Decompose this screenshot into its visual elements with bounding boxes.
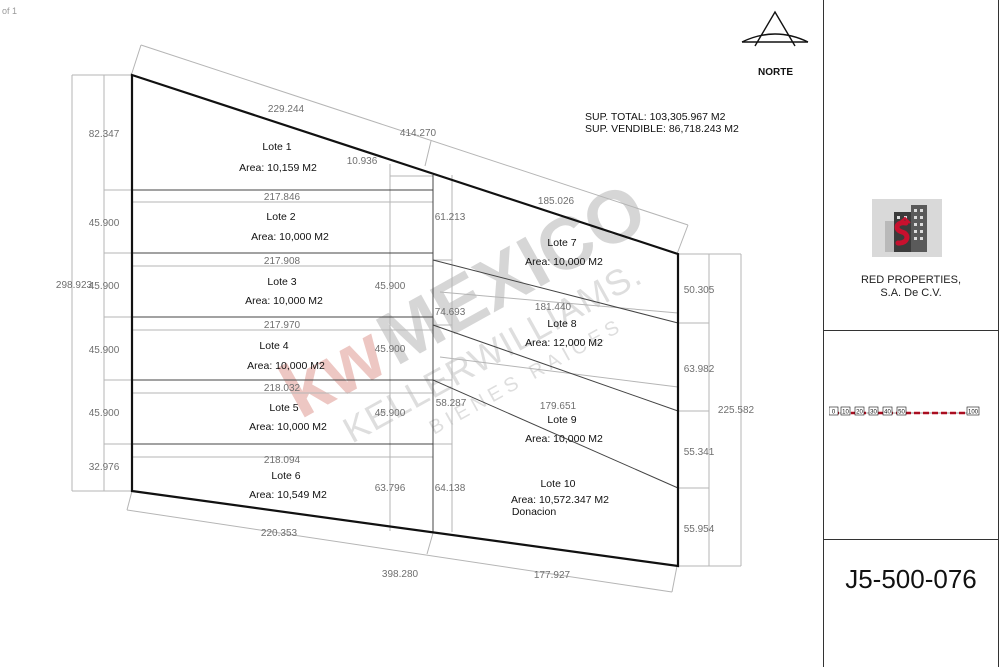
total-area: SUP. TOTAL: 103,305.967 M2 — [585, 111, 726, 123]
dim-w4: 218.032 — [264, 383, 301, 394]
dim-w1: 217.846 — [264, 192, 301, 203]
dim-w5: 218.094 — [264, 455, 301, 466]
panel-divider — [824, 330, 998, 331]
company-type: S.A. De C.V. — [880, 287, 942, 299]
dimension-lines — [71, 44, 742, 593]
dim-left-6: 32.976 — [89, 462, 120, 473]
scale-tick-40: 40 — [884, 410, 891, 416]
scale-tick-100: 100 — [968, 410, 979, 416]
north-label: NORTE — [758, 67, 793, 78]
lot-2-area: Area: 10,000 M2 — [251, 231, 329, 243]
lot-6-name: Lote 6 — [271, 470, 300, 482]
building-logo-icon — [885, 205, 927, 252]
dim-mid-5: 63.796 — [375, 483, 406, 494]
panel-divider — [824, 539, 998, 540]
lot-7-name: Lote 7 — [547, 237, 576, 249]
lot-8-area: Area: 12,000 M2 — [525, 337, 603, 349]
lot-dividers — [132, 175, 679, 533]
dim-bottom-total: 398.280 — [382, 569, 419, 580]
scale-tick-0: 0 — [832, 410, 836, 416]
dim-mid-4: 45.900 — [375, 408, 406, 419]
dim-w2: 217.908 — [264, 256, 301, 267]
lot-1-area: Area: 10,159 M2 — [239, 162, 317, 174]
dim-top-diag-1: 229.244 — [268, 104, 305, 115]
lot-10-name: Lote 10 — [540, 478, 575, 490]
dim-left-5: 45.900 — [89, 408, 120, 419]
dim-step: 10.936 — [347, 156, 378, 167]
dim-d8: 181.440 — [535, 302, 572, 313]
property-code: J5-500-076 — [845, 564, 977, 594]
dim-left-total: 298.923 — [56, 280, 93, 291]
dim-top-diag-total: 414.270 — [400, 128, 437, 139]
dim-right-total: 225.582 — [718, 405, 755, 416]
scale-tick-20: 20 — [856, 410, 863, 416]
lot-6-area: Area: 10,549 M2 — [249, 489, 327, 501]
lot-10-note: Donacion — [512, 506, 557, 518]
dim-mid-1: 61.213 — [435, 212, 466, 223]
sellable-area: SUP. VENDIBLE: 86,718.243 M2 — [585, 123, 739, 135]
lot-10-area: Area: 10,572.347 M2 — [511, 494, 609, 506]
dim-left-2: 45.900 — [89, 218, 120, 229]
scale-bar: 0 10 20 30 40 50 100 — [829, 406, 980, 416]
lot-plan: kw MEXICO KELLERWILLIAMS. BIENES RAICES — [56, 10, 809, 593]
scale-tick-50: 50 — [898, 410, 905, 416]
lot-5-area: Area: 10,000 M2 — [249, 421, 327, 433]
watermark: kw MEXICO KELLERWILLIAMS. BIENES RAICES — [266, 167, 660, 451]
dim-mid-3: 45.900 — [375, 344, 406, 355]
company-name: RED PROPERTIES, — [860, 274, 962, 286]
scale-tick-10: 10 — [842, 410, 849, 416]
lot-2-name: Lote 2 — [266, 211, 295, 223]
dim-w3: 217.970 — [264, 320, 301, 331]
lot-4-name: Lote 4 — [259, 340, 288, 352]
lot-7-area: Area: 10,000 M2 — [525, 256, 603, 268]
lot-3-name: Lote 3 — [267, 276, 296, 288]
lot-1-name: Lote 1 — [262, 141, 291, 153]
lot-9-area: Area: 10,000 M2 — [525, 433, 603, 445]
company-logo — [872, 199, 942, 257]
dim-left-1: 82.347 — [89, 129, 120, 140]
dim-inner-2: 58.287 — [436, 398, 467, 409]
lot-9-name: Lote 9 — [547, 414, 576, 426]
dim-inner-3: 64.138 — [435, 483, 466, 494]
dim-bottom-2: 177.927 — [534, 570, 571, 581]
dim-left-4: 45.900 — [89, 345, 120, 356]
dim-right-4: 55.954 — [684, 524, 715, 535]
title-block-panel: RED PROPERTIES, S.A. De C.V. 0 10 20 30 … — [823, 0, 999, 667]
dim-left-3: 45.900 — [89, 281, 120, 292]
page-indicator: of 1 — [2, 6, 18, 16]
property-boundary — [130, 73, 680, 568]
dim-d9: 179.651 — [540, 401, 577, 412]
dim-mid-2: 45.900 — [375, 281, 406, 292]
scale-tick-30: 30 — [870, 410, 877, 416]
dim-bottom-1: 220.353 — [261, 528, 298, 539]
dim-inner-1: 74.693 — [435, 307, 466, 318]
north-arrow-icon — [741, 10, 809, 47]
dim-right-1: 50.305 — [684, 285, 715, 296]
lot-4-area: Area: 10,000 M2 — [247, 360, 325, 372]
dim-right-2: 63.982 — [684, 364, 715, 375]
dim-top-diag-2: 185.026 — [538, 196, 575, 207]
dim-right-3: 55.341 — [684, 447, 715, 458]
lot-8-name: Lote 8 — [547, 318, 576, 330]
lot-3-area: Area: 10,000 M2 — [245, 295, 323, 307]
lot-5-name: Lote 5 — [269, 402, 298, 414]
